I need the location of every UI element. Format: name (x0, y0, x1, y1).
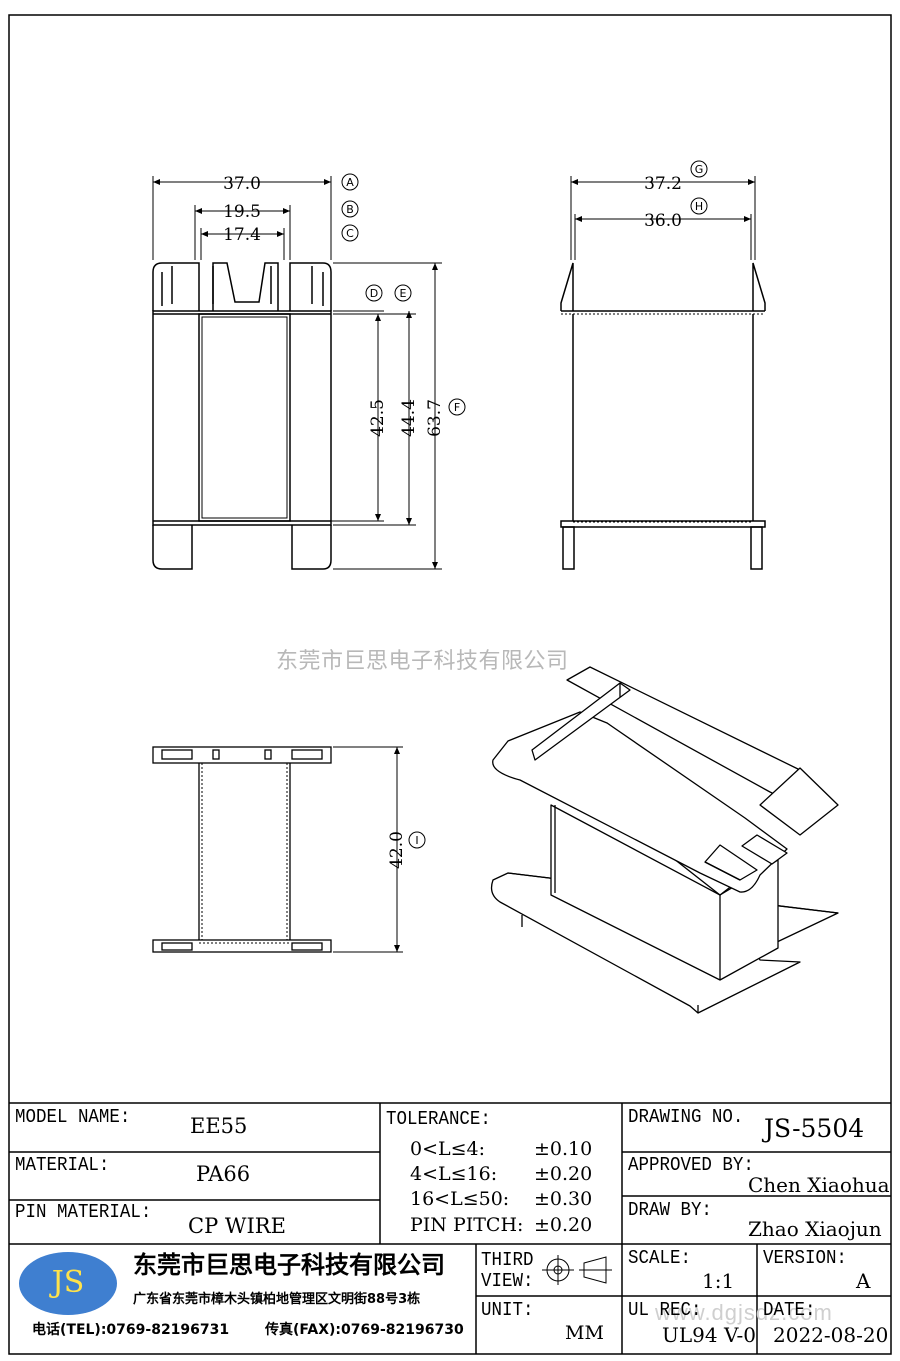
tolerance-range-1: 0<L≤4: (410, 1138, 486, 1160)
unit-value: MM (565, 1322, 604, 1344)
material-label: MATERIAL: (15, 1154, 110, 1176)
front-view-dimensions (152, 176, 442, 570)
marker-f: F (454, 401, 460, 414)
marker-c: C (346, 227, 354, 240)
model-name-value: EE55 (190, 1114, 248, 1138)
drawing-no-label: DRAWING NO. (628, 1106, 744, 1128)
sheet-border (8, 14, 892, 1355)
scale-value: 1:1 (702, 1269, 735, 1293)
ul-rec-label: UL REC: (628, 1299, 702, 1321)
tolerance-value-1: ±0.10 (534, 1138, 593, 1160)
date-label: DATE: (763, 1299, 816, 1321)
marker-b: B (346, 203, 354, 216)
watermark-url: www.dgjsdz.com (655, 1300, 833, 1325)
company-logo: JS (19, 1252, 117, 1315)
tolerance-label: TOLERANCE: (386, 1108, 491, 1130)
watermark-company: 东莞市巨思电子科技有限公司 (276, 649, 569, 674)
company-address: 广东省东莞市樟木头镇柏地管理区文明街88号3栋 (133, 1292, 421, 1307)
dim-d-value: 42.5 (368, 399, 388, 437)
draw-by-value: Zhao Xiaojun (748, 1217, 882, 1241)
dim-i-value: 42.0 (387, 831, 407, 869)
tolerance-value-2: ±0.20 (534, 1163, 593, 1185)
tolerance-value-4: ±0.20 (534, 1214, 593, 1236)
third-view-label-1: THIRD (481, 1249, 534, 1271)
tolerance-value-3: ±0.30 (534, 1188, 593, 1210)
scale-label: SCALE: (628, 1247, 691, 1269)
marker-a: A (346, 176, 354, 189)
marker-g: G (695, 163, 704, 176)
side-view-dimensions (570, 176, 756, 260)
dim-h-value: 36.0 (644, 211, 682, 231)
drawing-no-value: JS-5504 (764, 1114, 865, 1143)
top-view-dimensions (333, 746, 403, 953)
tolerance-range-4: PIN PITCH: (410, 1214, 524, 1236)
marker-i: I (415, 834, 418, 847)
model-name-label: MODEL NAME: (15, 1106, 131, 1128)
tolerance-range-3: 16<L≤50: (410, 1188, 510, 1210)
dim-e-value: 44.4 (399, 399, 419, 437)
dim-g-value: 37.2 (644, 174, 682, 194)
ul-rec-value: UL94 V-0 (662, 1323, 757, 1347)
dim-f-value: 63.7 (425, 399, 445, 437)
draw-by-label: DRAW BY: (628, 1199, 712, 1221)
company-name: 东莞市巨思电子科技有限公司 (133, 1251, 445, 1279)
marker-d: D (370, 287, 378, 300)
dim-b-value: 19.5 (223, 202, 261, 222)
material-value: PA66 (196, 1162, 251, 1186)
top-view (152, 746, 332, 953)
dim-a-value: 37.0 (223, 174, 261, 194)
approved-by-label: APPROVED BY: (628, 1154, 754, 1176)
date-value: 2022-08-20 (773, 1323, 889, 1347)
isometric-view (490, 666, 839, 1014)
version-value: A (856, 1269, 871, 1293)
third-angle-projection-icon (542, 1255, 612, 1285)
tolerance-range-2: 4<L≤16: (410, 1163, 498, 1185)
side-view (560, 262, 766, 570)
approved-by-value: Chen Xiaohua (748, 1173, 890, 1197)
balloon-markers (341, 160, 708, 849)
company-logo-text: JS (51, 1265, 85, 1300)
front-view (152, 262, 332, 570)
company-fax: 传真(FAX):0769-82196730 (265, 1322, 464, 1338)
version-label: VERSION: (763, 1247, 847, 1269)
pin-material-label: PIN MATERIAL: (15, 1201, 152, 1223)
marker-e: E (400, 287, 407, 300)
marker-h: H (695, 200, 703, 213)
dim-c-value: 17.4 (223, 225, 261, 245)
third-view-label-2: VIEW: (481, 1270, 534, 1292)
company-tel: 电话(TEL):0769-82196731 (32, 1322, 230, 1338)
pin-material-value: CP WIRE (188, 1214, 286, 1238)
unit-label: UNIT: (481, 1299, 534, 1321)
title-block-lines (9, 1102, 891, 1354)
